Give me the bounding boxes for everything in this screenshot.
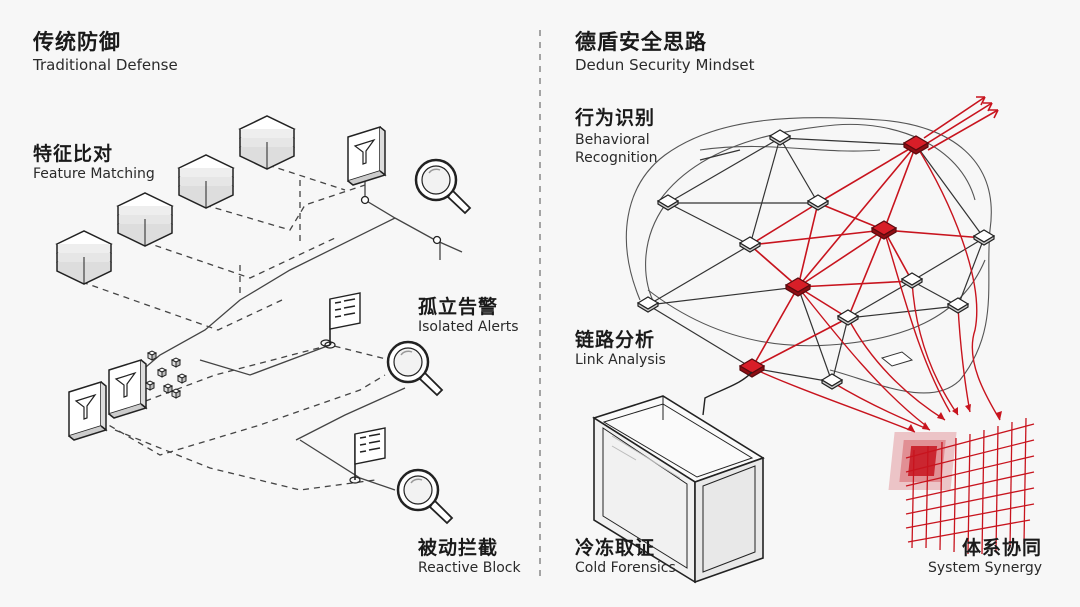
right-title-zh: 德盾安全思路 [575, 30, 707, 54]
dashed-connectors [81, 164, 391, 491]
isolated-alerts-label-zh: 孤立告警 [418, 296, 499, 318]
isolated-alerts-label-en: Isolated Alerts [418, 319, 519, 335]
dedun-mindset-panel [592, 96, 1035, 584]
cube-icon [145, 380, 155, 391]
filter-icon [68, 381, 107, 441]
incoming-arrows [923, 96, 999, 151]
behavioral-recognition-label-en: Behavioral [575, 132, 650, 148]
cube-icon [147, 350, 157, 361]
node-icon [901, 272, 923, 289]
feature-matching-label-en: Feature Matching [33, 166, 155, 182]
node-icon [837, 309, 859, 326]
node-icon [947, 297, 969, 314]
synergy-flows [751, 144, 1001, 433]
filter-icon [347, 126, 386, 186]
flow-arrowheads [907, 404, 1002, 432]
node-icon [657, 194, 679, 211]
cold-forensics-label-en: Cold Forensics [575, 560, 676, 576]
system-synergy-label-zh: 体系协同 [961, 537, 1042, 559]
red-threat-edges [749, 144, 985, 369]
magnifier-icon [396, 468, 454, 525]
behavioral-recognition-label-en2: Recognition [575, 150, 658, 166]
cube-icon [163, 383, 173, 394]
link-analysis-label-en: Link Analysis [575, 352, 666, 368]
magnifier-icon [414, 158, 472, 215]
magnifier-icon [386, 340, 444, 397]
behavioral-recognition-label-zh: 行为识别 [575, 107, 656, 129]
forensics-cable [702, 371, 753, 416]
network-cloud [625, 117, 992, 394]
network-edges [647, 137, 985, 383]
left-title-zh: 传统防御 [33, 30, 121, 54]
cube-icon [171, 357, 181, 368]
reactive-block-label-zh: 被动拦截 [418, 537, 499, 559]
scattered-cubes [145, 350, 187, 399]
traditional-defense-panel [56, 115, 472, 525]
glass-box-icon [592, 395, 765, 584]
left-title-en: Traditional Defense [33, 56, 178, 74]
database-stack-icon [239, 115, 295, 170]
system-synergy-label-en: System Synergy [928, 560, 1042, 576]
threat-node-icon [903, 135, 929, 155]
cube-icon [171, 388, 181, 399]
cube-icon [177, 373, 187, 384]
database-stack-icon [178, 154, 234, 209]
flag-icon [324, 292, 361, 349]
solid-connectors [139, 170, 463, 491]
filter-icon [108, 359, 147, 419]
database-stack-icon [117, 192, 173, 247]
cube-icon [157, 367, 167, 378]
database-stack-icon [56, 230, 112, 285]
cold-forensics-label-zh: 冷冻取证 [575, 537, 656, 559]
grid-icon [888, 417, 1035, 555]
link-analysis-label-zh: 链路分析 [575, 329, 656, 351]
threat-node-icon [739, 358, 765, 378]
reactive-block-label-en: Reactive Block [418, 560, 521, 576]
flag-icon [349, 427, 386, 484]
right-title-en: Dedun Security Mindset [575, 56, 755, 74]
feature-matching-label-zh: 特征比对 [33, 143, 114, 165]
